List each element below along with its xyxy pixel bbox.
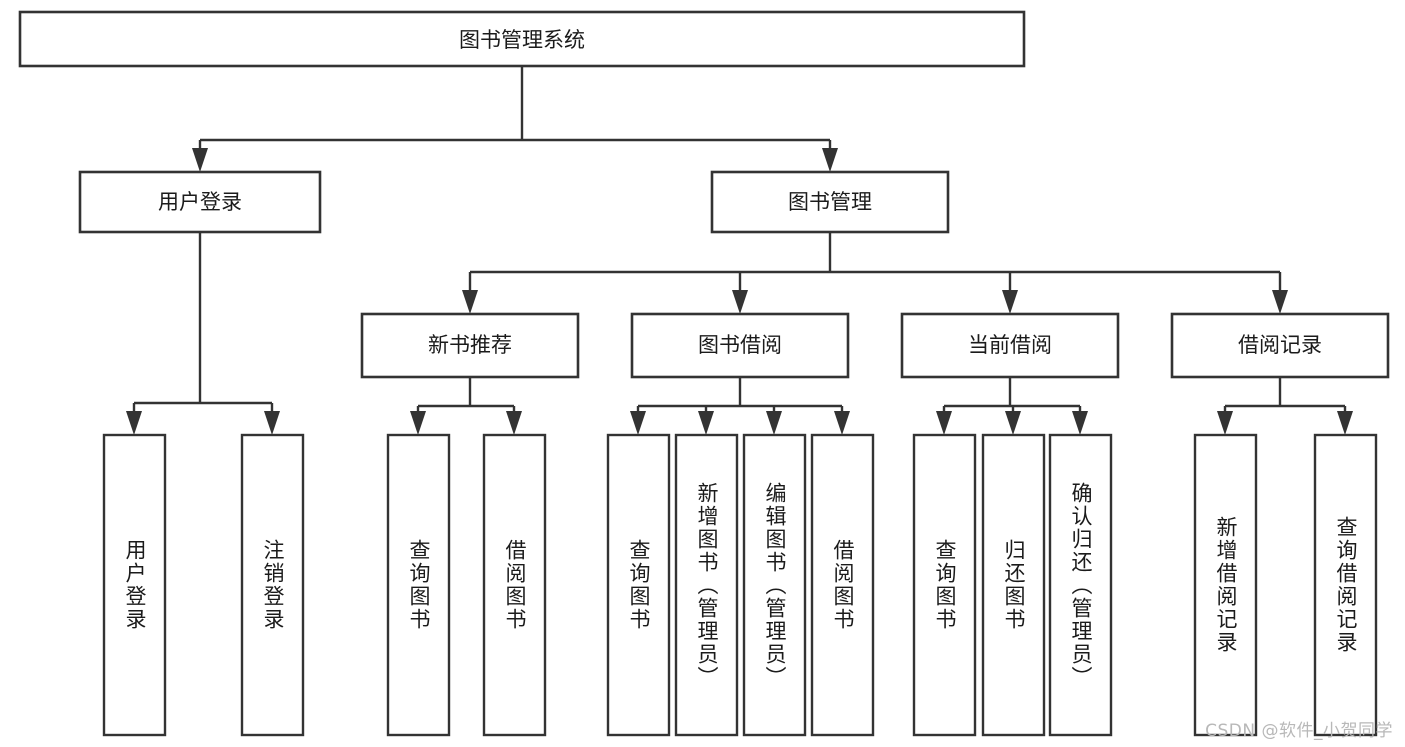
node-book-borrow-box[interactable] xyxy=(630,312,850,379)
arrow-head-leaf-return-book xyxy=(1005,411,1021,435)
node-layer: 图书管理系统 用户登录 图书管理 新书推荐 图书借阅 当前借阅 借阅记录 xyxy=(18,10,1390,737)
arrow-head-leaf-query-borrow-record xyxy=(1337,411,1353,435)
node-leaf-query-book-cb-box[interactable] xyxy=(912,433,977,737)
node-root-label: 图书管理系统 xyxy=(459,28,585,52)
node-leaf-borrow-book-bb-box[interactable] xyxy=(810,433,875,737)
node-root-box[interactable] xyxy=(18,10,1026,68)
node-leaf-confirm-return-box[interactable] xyxy=(1048,433,1113,737)
arrow-head-leaf-user-logout xyxy=(264,411,280,435)
node-leaf-edit-book-box[interactable] xyxy=(742,433,807,737)
arrow-head-leaf-add-book xyxy=(698,411,714,435)
node-leaf-query-book-nb-box[interactable] xyxy=(386,433,451,737)
node-leaf-add-borrow-record-box[interactable] xyxy=(1193,433,1258,737)
node-new-book-recommend-box[interactable] xyxy=(360,312,580,379)
node-leaf-query-book-bb-box[interactable] xyxy=(606,433,671,737)
node-book-borrow-label: 图书借阅 xyxy=(698,333,782,357)
edge-layer xyxy=(126,66,1353,435)
arrow-head-leaf-borrow-book-bb xyxy=(834,411,850,435)
node-borrow-record-box[interactable] xyxy=(1170,312,1390,379)
node-borrow-record-label: 借阅记录 xyxy=(1238,333,1322,357)
arrow-head-new-book-recommend xyxy=(462,290,478,314)
csdn-watermark: CSDN @软件_小贺同学 xyxy=(1205,721,1393,741)
node-user-login-box[interactable] xyxy=(78,170,322,234)
arrow-head-leaf-query-book-nb xyxy=(410,411,426,435)
node-leaf-add-book-box[interactable] xyxy=(674,433,739,737)
node-current-borrow-label: 当前借阅 xyxy=(968,333,1052,357)
arrow-head-leaf-query-book-cb xyxy=(936,411,952,435)
node-leaf-user-login-box[interactable] xyxy=(102,433,167,737)
node-book-manage-box[interactable] xyxy=(710,170,950,234)
arrow-head-leaf-confirm-return xyxy=(1072,411,1088,435)
arrow-head-leaf-edit-book xyxy=(766,411,782,435)
arrow-head-leaf-add-borrow-record xyxy=(1217,411,1233,435)
arrow-head-leaf-query-book-bb xyxy=(630,411,646,435)
arrow-head-current-borrow xyxy=(1002,290,1018,314)
arrow-head-user-login xyxy=(192,148,208,172)
node-new-book-recommend-label: 新书推荐 xyxy=(428,333,512,357)
arrow-head-book-manage xyxy=(822,148,838,172)
arrow-head-leaf-borrow-book-nb xyxy=(506,411,522,435)
node-leaf-borrow-book-nb-box[interactable] xyxy=(482,433,547,737)
node-book-manage-label: 图书管理 xyxy=(788,190,872,214)
node-leaf-query-borrow-record-box[interactable] xyxy=(1313,433,1378,737)
arrow-head-leaf-user-login xyxy=(126,411,142,435)
node-leaf-user-logout-box[interactable] xyxy=(240,433,305,737)
arrow-head-borrow-record xyxy=(1272,290,1288,314)
node-current-borrow-box[interactable] xyxy=(900,312,1120,379)
arrow-head-book-borrow xyxy=(732,290,748,314)
node-user-login-label: 用户登录 xyxy=(158,190,242,214)
node-leaf-return-book-box[interactable] xyxy=(981,433,1046,737)
